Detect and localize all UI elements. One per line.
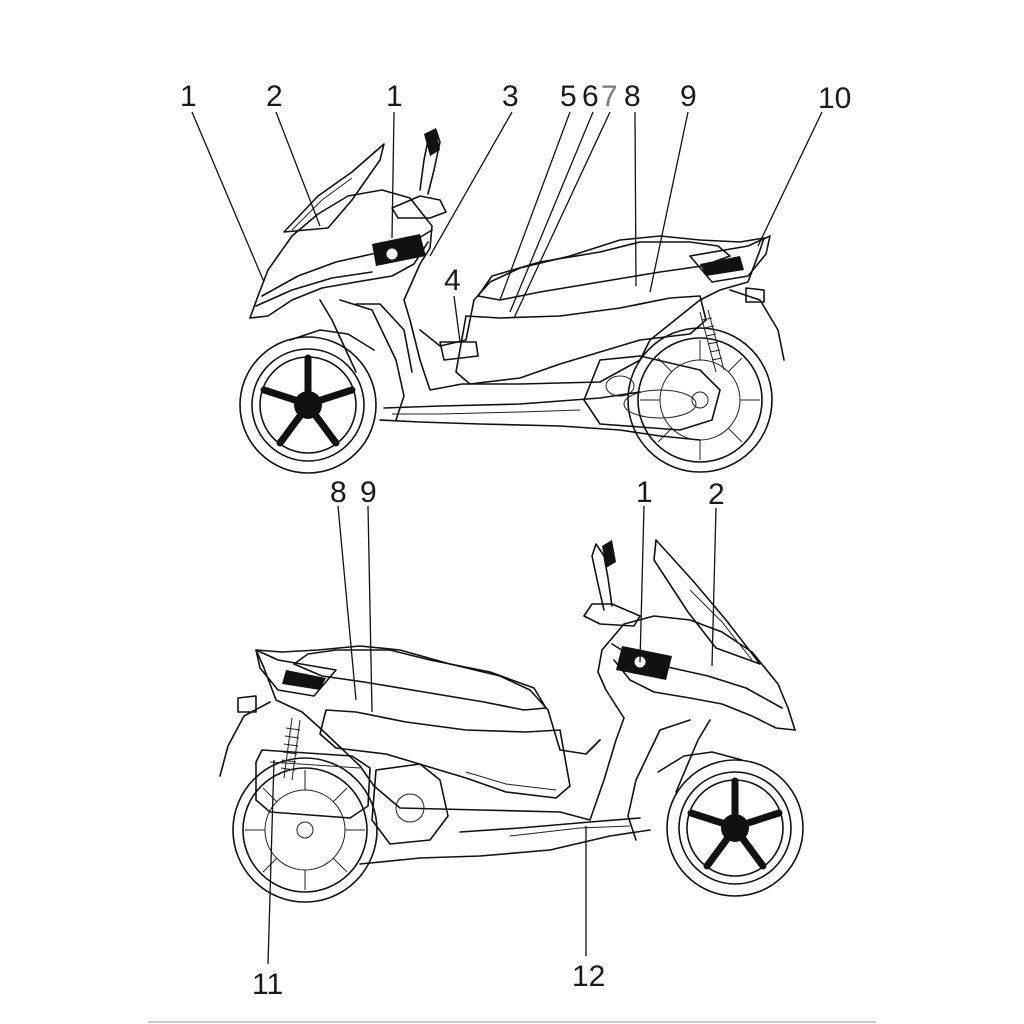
leader-lines [191, 111, 823, 965]
callout-1-front: 1 [180, 80, 197, 113]
callout-1-side: 1 [386, 80, 403, 113]
callout-5: 5 [560, 80, 577, 113]
callout-12: 12 [572, 960, 605, 993]
callout-2: 2 [708, 478, 725, 511]
callout-9: 9 [680, 80, 697, 113]
callout-2: 2 [266, 80, 283, 113]
callout-9: 9 [360, 476, 377, 509]
callouts-bottom: 8 9 1 2 11 12 [252, 476, 725, 1001]
scooter-right-side [239, 128, 785, 474]
callout-7: 7 [601, 80, 618, 113]
callout-6: 6 [582, 80, 599, 113]
callout-4: 4 [444, 264, 461, 297]
front-wheel-top [239, 336, 377, 474]
callouts-top: 1 2 1 3 5 6 7 8 9 10 4 [180, 80, 851, 297]
scooter-left-side [219, 539, 804, 903]
callout-8: 8 [624, 80, 641, 113]
rear-wheel-bottom [232, 757, 378, 903]
callout-10: 10 [818, 82, 851, 115]
rear-wheel-top [627, 327, 773, 473]
callout-8: 8 [330, 476, 347, 509]
callout-3: 3 [502, 80, 519, 113]
callout-11: 11 [252, 968, 283, 1001]
front-wheel-bottom [666, 759, 804, 897]
callout-1: 1 [636, 476, 653, 509]
